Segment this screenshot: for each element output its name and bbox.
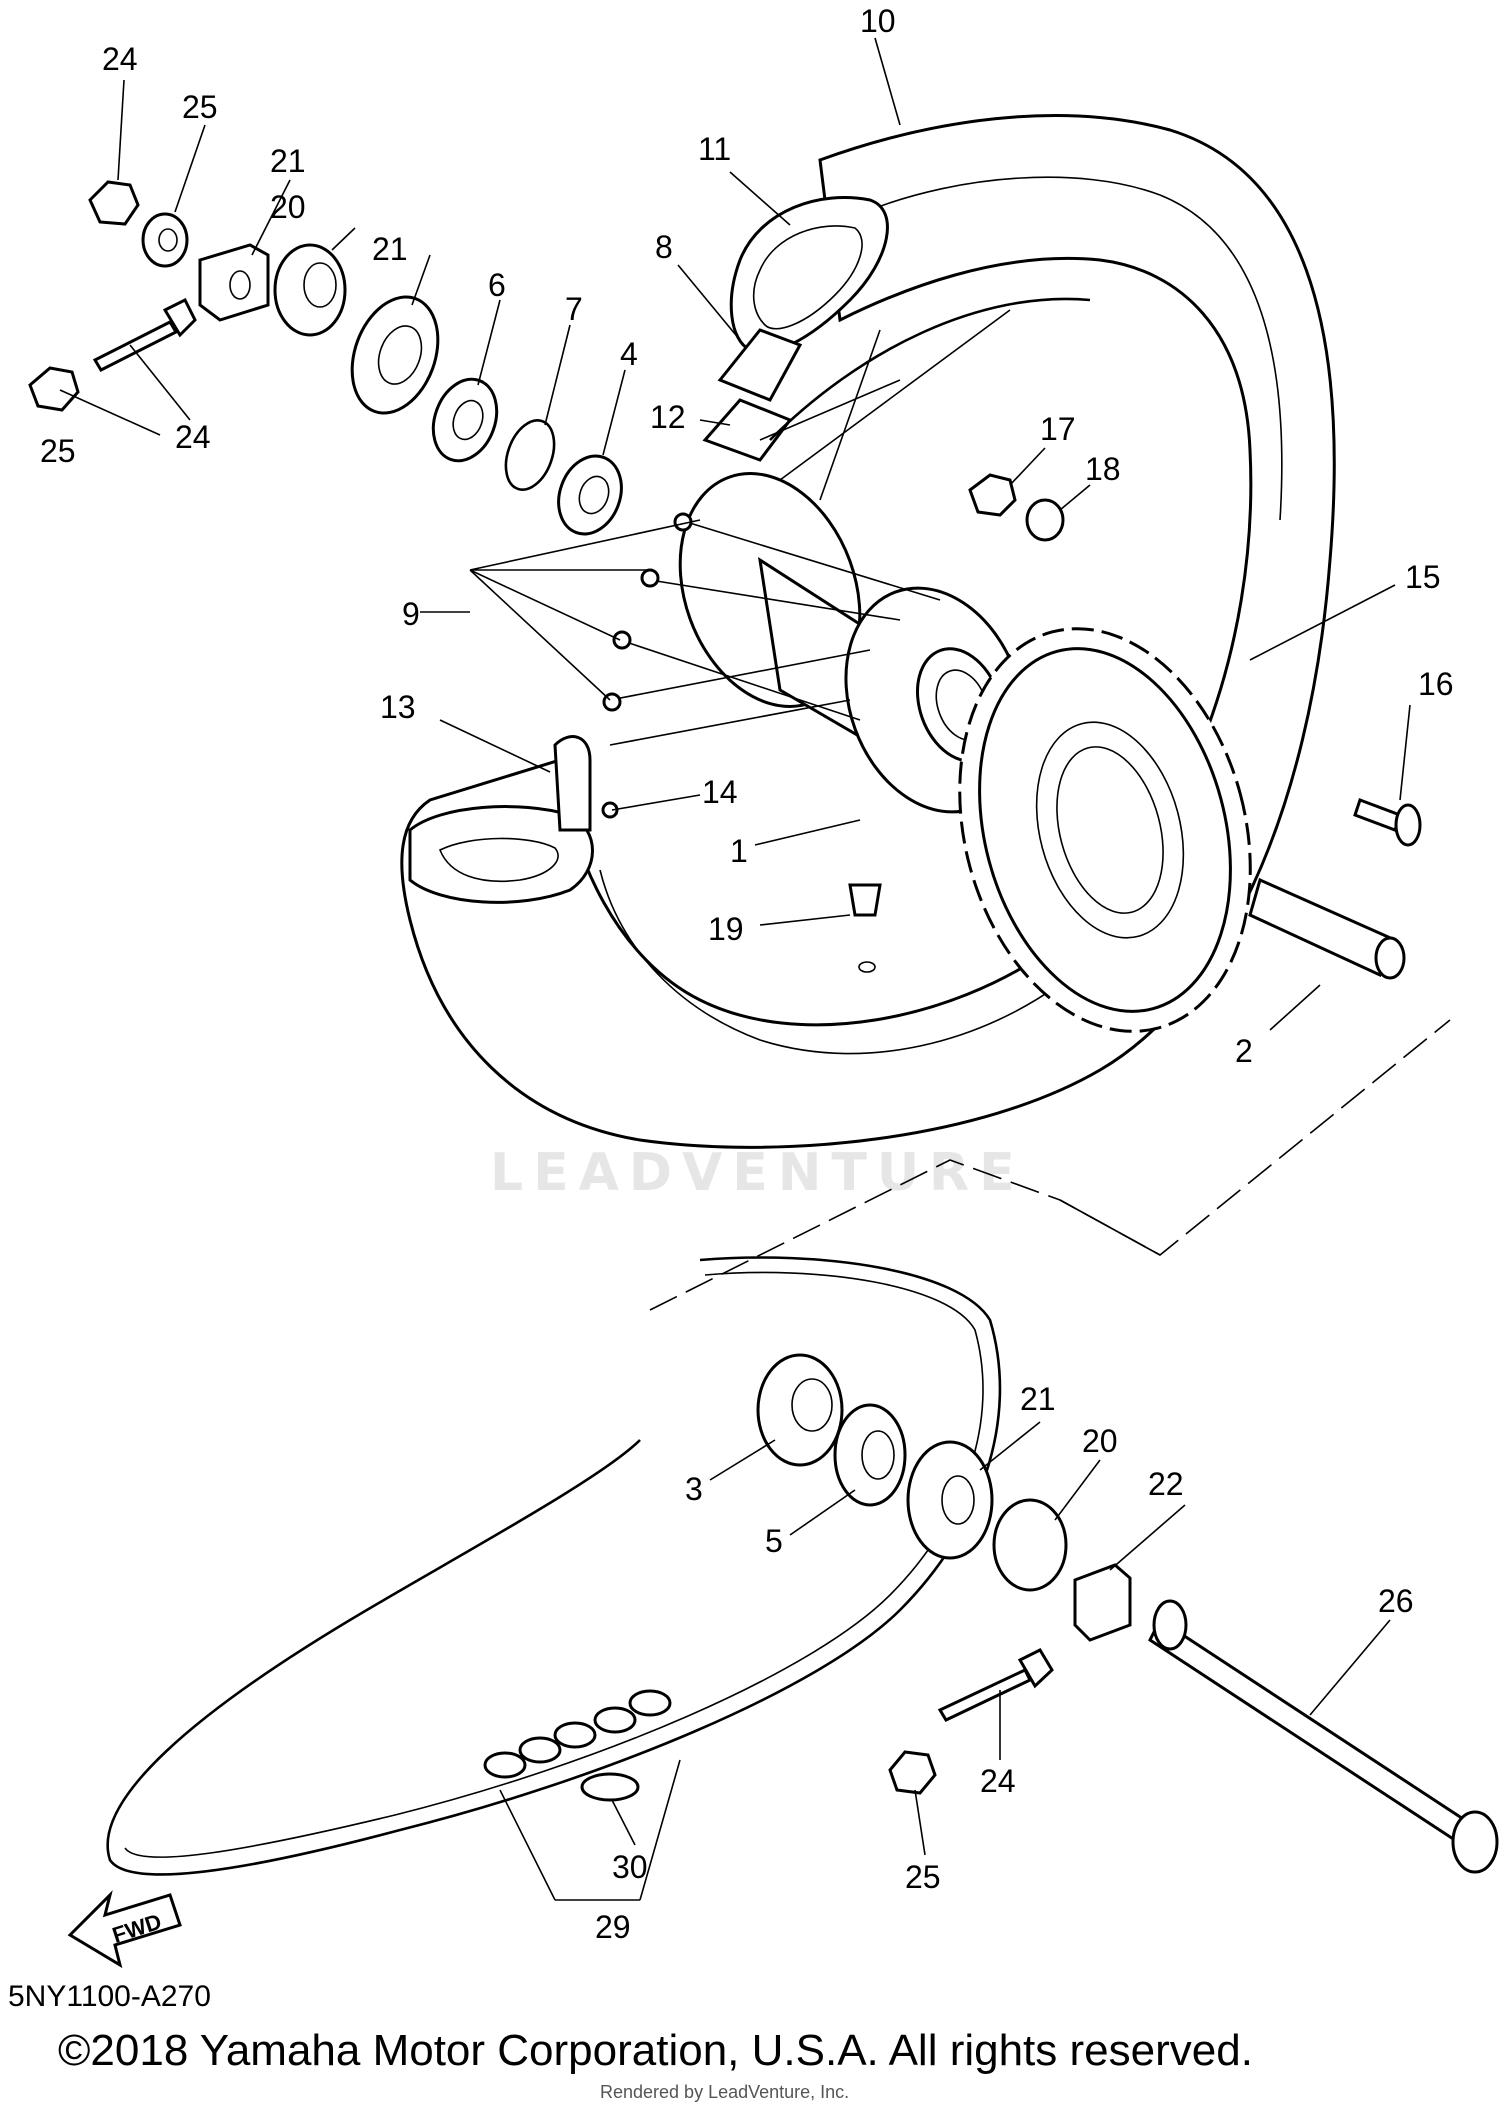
callout-9: 9: [402, 596, 420, 632]
callout-12: 12: [650, 399, 686, 435]
callout-labels: 24 25 21 20 21 6 7 4 10 11 8 12 9 13 14 …: [40, 3, 1454, 1945]
tire: [400, 114, 1336, 1149]
rim-lock: [702, 398, 793, 462]
callout-14: 14: [702, 774, 738, 810]
diagram-code: 5NY1100-A270: [8, 1980, 211, 2013]
callout-11: 11: [698, 131, 731, 167]
callout-2: 2: [1235, 1033, 1253, 1069]
rim-strip: [553, 735, 592, 832]
spokes: [602, 309, 1011, 746]
sprocket-washer: [1025, 498, 1065, 542]
callout-7: 7: [565, 291, 583, 327]
sprocket-nut: [968, 473, 1017, 517]
callout-28: 25: [182, 89, 218, 125]
callout-21-lower: 21: [1020, 1381, 1056, 1417]
sprocket: [958, 627, 1252, 1033]
callout-23: 21: [270, 143, 306, 179]
callout-15: 15: [1405, 559, 1441, 595]
leadventure-watermark: LEADVENTURE: [490, 1143, 1025, 1203]
callout-3: 3: [685, 1471, 703, 1507]
left-side-parts: [28, 180, 623, 536]
callout-13: 13: [380, 689, 416, 725]
callout-10: 10: [860, 3, 896, 39]
master-link-plate: [580, 1772, 640, 1802]
callout-29: 29: [595, 1909, 631, 1945]
tire-cutaway: [408, 805, 594, 904]
sprocket-bolt: [1353, 798, 1422, 847]
callout-24-top: 24: [175, 419, 211, 455]
callout-26: 26: [1378, 1583, 1414, 1619]
drive-chain: [106, 1256, 1002, 1876]
callout-20-lower: 20: [1082, 1423, 1118, 1459]
inner-tube: [729, 196, 889, 355]
callout-22: 22: [1148, 1466, 1184, 1502]
callout-1: 1: [730, 833, 748, 869]
callout-17: 17: [1040, 411, 1076, 447]
axle-collar: [1248, 877, 1406, 980]
copyright-notice: ©2018 Yamaha Motor Corporation, U.S.A. A…: [58, 2026, 1253, 2075]
callout-25-top: 25: [40, 433, 76, 469]
callout-19: 19: [708, 911, 744, 947]
callout-18: 18: [1085, 451, 1121, 487]
fwd-arrow-icon: FWD: [67, 1890, 182, 1969]
valve: [601, 801, 619, 819]
callout-4: 4: [620, 336, 638, 372]
rim-band: [717, 328, 803, 402]
assembly-boundary: [649, 1019, 1451, 1311]
callout-16: 16: [1418, 666, 1454, 702]
callout-30: 30: [612, 1849, 648, 1885]
chain-links: [483, 1689, 672, 1779]
rendered-by-credit: Rendered by LeadVenture, Inc.: [600, 2082, 850, 2102]
callout-24-lower: 24: [980, 1763, 1016, 1799]
callout-20: 20: [270, 189, 306, 225]
rim: [769, 297, 1091, 441]
callout-21: 21: [372, 231, 408, 267]
balance-weight: [848, 883, 882, 917]
callout-6: 6: [488, 267, 506, 303]
right-side-parts: [756, 1353, 1499, 1874]
callout-8: 8: [655, 229, 673, 265]
callout-25-lower: 25: [905, 1859, 941, 1895]
callout-5: 5: [765, 1523, 783, 1559]
callout-27: 24: [102, 41, 138, 77]
leader-lines: [59, 37, 1411, 1901]
